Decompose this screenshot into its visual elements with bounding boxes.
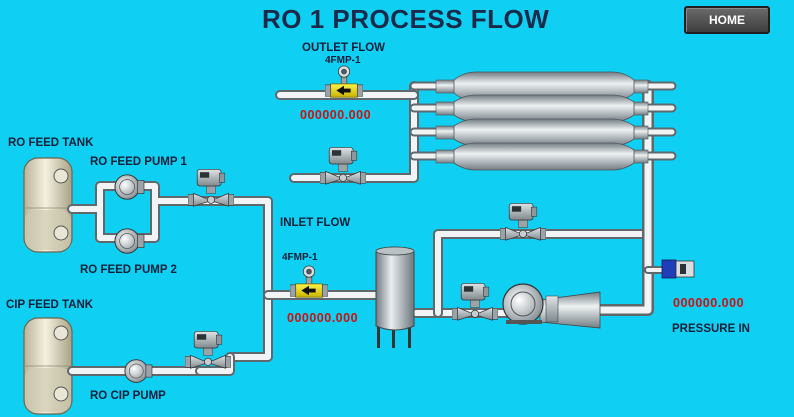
hp-pump-inlet-valve[interactable] [452,282,498,321]
high-pressure-pump[interactable] [502,283,601,329]
ro-feed-tank [23,157,73,253]
cip-valve[interactable] [185,330,231,369]
cartridge-filter-vessel [375,246,415,348]
membrane-2 [435,94,649,123]
pressure-in-label: PRESSURE IN [672,323,750,335]
bypass-valve[interactable] [500,202,546,241]
outlet-flow-label: OUTLET FLOW [302,42,386,54]
inlet-flow-label: INLET FLOW [280,217,351,229]
inlet-flow-value: 000000.000 [287,311,359,325]
home-button[interactable]: HOME [684,6,770,34]
membrane-vessels [435,71,649,171]
ro-cip-pump-label: RO CIP PUMP [90,390,166,402]
ro-feed-tank-label: RO FEED TANK [8,137,94,149]
cip-feed-tank-label: CIP FEED TANK [6,299,94,311]
pressure-in-value: 000000.000 [673,296,745,310]
ro-feed-pump-2-label: RO FEED PUMP 2 [80,264,177,276]
ro-feed-pump-1-label: RO FEED PUMP 1 [90,156,187,168]
membrane-1 [435,71,649,102]
inlet-flow-tag: 4FMP-1 [282,252,318,263]
membrane-3 [435,118,649,147]
reject-valve[interactable] [320,146,366,185]
outlet-flow-tag: 4FMP-1 [325,55,361,66]
inlet-flow-meter[interactable] [290,265,328,298]
ro-cip-pump[interactable] [124,359,153,383]
ro-feed-pump-1[interactable] [114,174,145,200]
page-title: RO 1 PROCESS FLOW [262,4,550,34]
pressure-transmitter[interactable] [661,259,695,279]
outlet-flow-value: 000000.000 [300,108,372,122]
feed-valve[interactable] [188,168,234,207]
ro-feed-pump-2[interactable] [114,228,145,254]
outlet-flow-meter[interactable] [325,65,363,98]
cip-feed-tank [23,317,73,415]
membrane-4 [435,142,649,171]
